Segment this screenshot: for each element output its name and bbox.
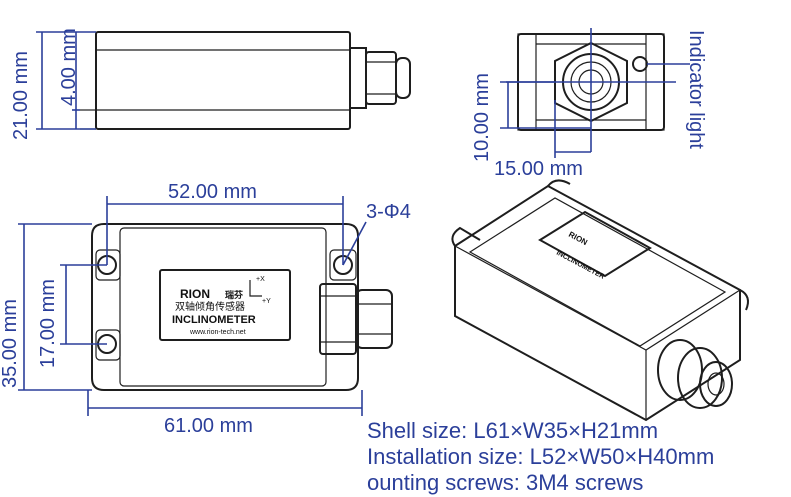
top-view-label: RION 瑞芬 +X +Y 双轴倾角传感器 INCLINOMETER www.r… [172,276,271,336]
dim-height-inner: 4.00 mm [58,28,80,106]
dim-hole-height: 10.00 mm [471,73,493,162]
dim-hole-width: 15.00 mm [494,158,583,180]
side-view-dimensions: 21.00 mm 4.00 mm [10,28,96,140]
dim-length-total: 61.00 mm [164,415,253,437]
label-axis-y: +Y [262,298,271,305]
label-product: INCLINOMETER [172,314,256,326]
label-url: www.rion-tech.net [189,329,246,336]
indicator-light-dot [632,56,648,72]
perspective-product: INCLINOMETER [555,250,605,281]
dim-hole-spec: 3-Φ4 [366,201,411,223]
label-brand-cn: 瑞芬 [225,289,244,300]
label-brand: RION [180,287,210,301]
indicator-light-label: Indicator light [685,30,707,149]
axis-arrows-icon [249,280,262,297]
dim-width-install: 17.00 mm [37,279,59,368]
top-view [91,223,393,391]
spec-installation-size: Installation size: L52×W50×H40mm [367,444,715,469]
perspective-brand: RION [567,230,589,247]
label-axis-x: +X [256,276,265,283]
spec-mounting-screws: ounting screws: 3M4 screws [367,470,644,495]
label-cn-name: 双轴倾角传感器 [175,300,245,313]
dim-width-total: 35.00 mm [0,299,21,388]
side-view [80,31,411,130]
perspective-view: RION INCLINOMETER [451,179,749,422]
top-view-dimensions: 52.00 mm 3-Φ4 35.00 mm 17.00 mm 61.00 mm [0,181,411,437]
dim-install-length: 52.00 mm [168,181,257,203]
dim-height-total: 21.00 mm [10,51,32,140]
front-view-dimensions: 10.00 mm 15.00 mm Indicator light [471,30,707,180]
spec-shell-size: Shell size: L61×W35×H21mm [367,418,659,443]
front-view [506,28,690,152]
